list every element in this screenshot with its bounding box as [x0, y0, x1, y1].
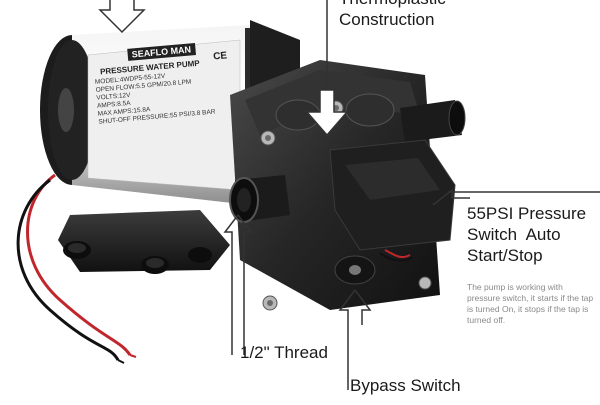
brand-logo: SEAFLO MAN: [127, 43, 196, 61]
motor-sticker: SEAFLO MAN CE PRESSURE WATER PUMP MODEL:…: [92, 35, 246, 127]
label-thread: 1/2" Thread: [240, 343, 328, 362]
switch-title-line-3: Start/Stop: [467, 246, 543, 265]
label-pressure-switch: 55PSI Pressure Switch Auto Start/Stop: [467, 203, 586, 266]
switch-description: The pump is working with pressure switch…: [467, 282, 594, 325]
label-bypass: Bypass Switch: [350, 376, 461, 395]
mounting-bracket: [58, 210, 230, 274]
label-thermoplastic: Thermoplastic Construction: [339, 0, 446, 29]
switch-title-line-1: 55PSI Pressure: [467, 204, 587, 223]
pump-head: [229, 60, 466, 311]
power-wires: [16, 173, 137, 364]
ce-mark: CE: [212, 50, 228, 63]
switch-title-line-2: Switch Auto: [467, 225, 561, 244]
callout-lines: [98, 0, 600, 390]
